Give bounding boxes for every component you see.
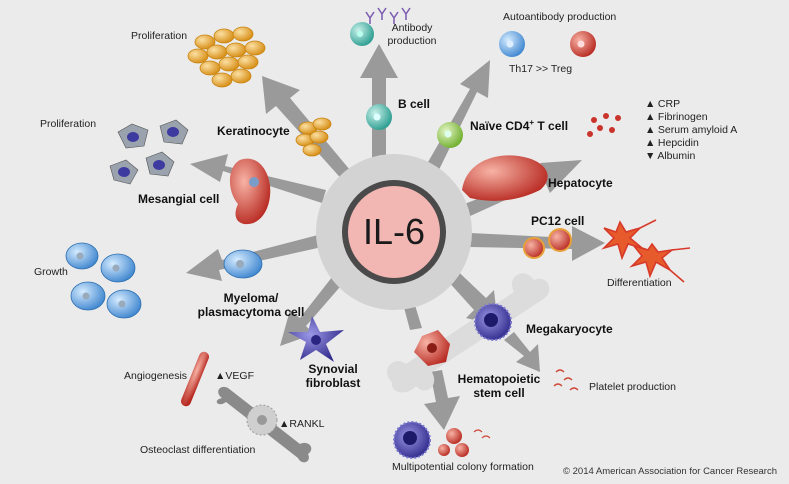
hub-label: IL-6 — [362, 211, 426, 252]
platelet-icons — [553, 369, 579, 391]
label-naive-t-suffix: T cell — [534, 119, 569, 133]
acute-phase-item: ▲ CRP — [645, 98, 737, 111]
label-hsc-2: stem cell — [473, 386, 525, 400]
arrow-platelet — [504, 332, 540, 372]
effect-th17-treg: Th17 >> Treg — [509, 63, 573, 75]
effect-proliferation-top: Proliferation — [131, 30, 188, 42]
mesangial-cell-icon — [249, 177, 259, 187]
label-synovial-1: Synovial — [308, 362, 358, 376]
acute-marker: ▲ — [645, 137, 656, 149]
label-hepatocyte: Hepatocyte — [548, 176, 613, 190]
neuron-icon — [601, 219, 691, 283]
label-synovial: Synovial fibroblast — [298, 362, 368, 390]
label-naive-t-prefix: Naïve CD4 — [470, 119, 530, 133]
vessel-icon — [181, 351, 209, 407]
acute-marker: ▲ — [645, 98, 656, 110]
kidney-icon — [229, 158, 271, 225]
b-cell-nucleus — [373, 113, 381, 121]
label-naive-t-sup: + — [529, 118, 535, 127]
acute-phase-item: ▼ Albumin — [645, 150, 737, 163]
mesangial-proliferation-icons — [109, 119, 189, 185]
rankl-label: RANKL — [289, 418, 325, 430]
antibody-icon — [365, 7, 411, 24]
vegf-label: VEGF — [225, 370, 254, 382]
acute-marker: ▼ — [645, 150, 656, 162]
pc12-cell-2-icon — [548, 228, 572, 252]
acute-label: CRP — [657, 98, 681, 110]
effect-differentiation: Differentiation — [607, 277, 672, 289]
label-megakaryocyte: Megakaryocyte — [526, 322, 613, 336]
naive-t-nucleus — [444, 130, 452, 138]
th17-nucleus — [506, 40, 514, 48]
keratinocyte-icon — [295, 117, 332, 157]
copyright: © 2014 American Association for Cancer R… — [563, 466, 777, 477]
keratinocyte-cluster-icon — [187, 26, 266, 88]
effect-platelet: Platelet production — [589, 381, 676, 393]
effect-autoantibody: Autoantibody production — [503, 11, 617, 23]
arrow-synovial — [280, 272, 346, 346]
arrow-b-cell — [360, 44, 398, 160]
hub-fill — [348, 186, 440, 278]
treg-nucleus — [577, 40, 585, 48]
synovial-nucleus — [311, 335, 321, 345]
osteoclast-icon — [216, 386, 312, 463]
effect-rankl: ▲RANKL — [279, 418, 324, 431]
acute-label: Hepcidin — [657, 137, 699, 149]
label-naive-t: Naïve CD4+ T cell — [470, 116, 568, 133]
acute-label: Serum amyloid A — [657, 124, 738, 136]
acute-marker: ▲ — [645, 111, 656, 123]
label-myeloma-1: Myeloma/ — [223, 291, 279, 305]
rankl-up-marker: ▲ — [279, 418, 290, 430]
effect-angiogenesis: Angiogenesis — [124, 370, 188, 382]
hsc-nucleus — [427, 343, 437, 353]
acute-phase-dots-icon — [587, 113, 621, 137]
label-pc12: PC12 cell — [531, 214, 585, 228]
acute-phase-item: ▲ Serum amyloid A — [645, 124, 737, 137]
megakaryocyte-nucleus — [484, 313, 498, 327]
effect-antibody-2: production — [387, 35, 437, 47]
acute-phase-list: ▲ CRP ▲ Fibrinogen ▲ Serum amyloid A ▲ H… — [645, 98, 737, 163]
pc12-cell-1-icon — [523, 237, 545, 259]
effect-vegf: ▲VEGF — [215, 370, 254, 383]
effect-growth: Growth — [34, 266, 68, 278]
acute-phase-item: ▲ Hepcidin — [645, 137, 737, 150]
label-myeloma-2: plasmacytoma cell — [197, 305, 305, 319]
acute-marker: ▲ — [645, 124, 656, 136]
arrow-naive-t — [420, 60, 490, 182]
label-synovial-2: fibroblast — [305, 376, 361, 390]
b-cell-top-nucleus — [357, 31, 363, 37]
acute-label: Fibrinogen — [657, 111, 708, 123]
effect-antibody: Antibody production — [382, 22, 442, 48]
label-keratinocyte: Keratinocyte — [217, 124, 290, 138]
label-b-cell: B cell — [398, 97, 431, 111]
liver-icon — [462, 155, 548, 201]
effect-osteoclast: Osteoclast differentiation — [140, 444, 256, 456]
label-hsc-1: Hematopoietic — [457, 372, 541, 386]
acute-phase-item: ▲ Fibrinogen — [645, 111, 737, 124]
label-myeloma: Myeloma/ plasmacytoma cell — [176, 291, 326, 319]
label-mesangial: Mesangial cell — [138, 192, 220, 206]
myeloma-nucleus — [236, 260, 244, 268]
effect-multipotential: Multipotential colony formation — [392, 461, 534, 473]
label-hsc: Hematopoietic stem cell — [444, 372, 554, 400]
acute-label: Albumin — [657, 150, 696, 162]
myeloma-growth-icons — [65, 242, 142, 319]
vegf-up-marker: ▲ — [215, 370, 226, 382]
colony-icons — [393, 421, 491, 459]
effect-antibody-1: Antibody — [391, 22, 433, 34]
effect-proliferation-left: Proliferation — [40, 118, 97, 130]
